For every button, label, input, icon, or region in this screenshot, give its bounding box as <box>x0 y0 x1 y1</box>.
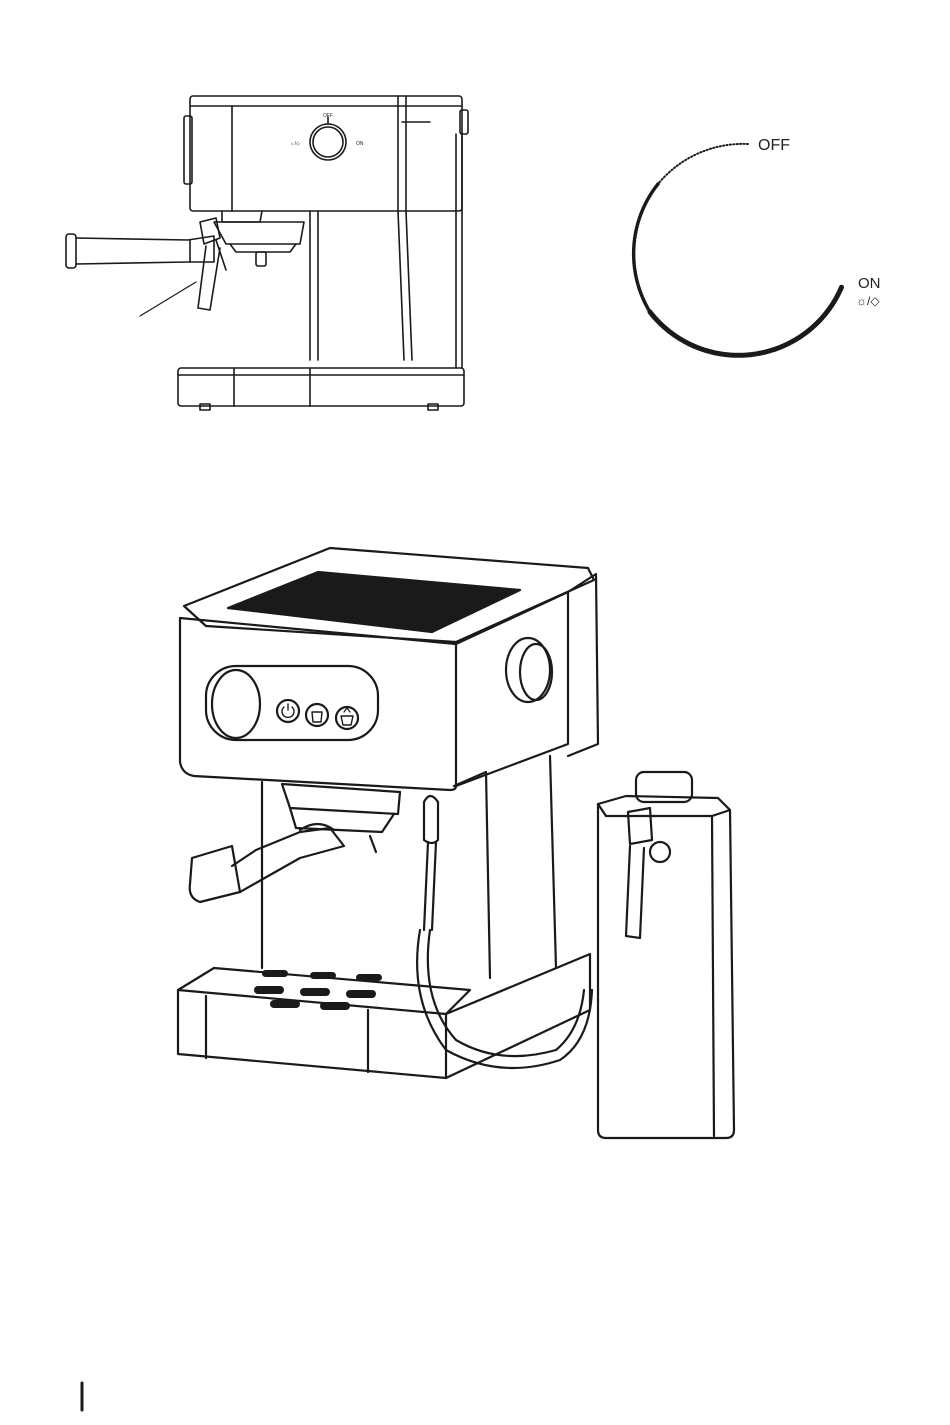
double-cup-button[interactable] <box>336 707 358 729</box>
front-portafilter <box>190 784 400 902</box>
display-window <box>212 670 260 738</box>
side-knob <box>310 117 346 160</box>
front-top-lid <box>184 548 594 642</box>
single-cup-icon <box>312 712 322 722</box>
side-portafilter <box>66 234 214 268</box>
drip-tray-grill <box>254 970 382 1010</box>
front-drip-tray <box>178 954 590 1078</box>
side-drip-tray <box>178 368 464 410</box>
side-knob-label-right: ON <box>356 141 364 147</box>
side-view-illustration: OFF ☼/◇ ON <box>66 96 468 410</box>
front-steam-tube <box>417 796 592 1068</box>
front-side-knob[interactable] <box>506 638 552 702</box>
dial-label-steam: ☼/◇ <box>856 294 880 308</box>
side-knob-label-top: OFF <box>323 113 333 119</box>
side-callout-line <box>140 282 196 316</box>
double-cup-icon <box>341 716 353 725</box>
front-view-illustration <box>178 548 734 1138</box>
side-steam-wand <box>198 218 226 310</box>
dial-detail: OFF ON ☼/◇ <box>634 137 881 355</box>
dial-label-on: ON <box>858 275 881 292</box>
single-cup-button[interactable] <box>306 704 328 726</box>
control-panel <box>206 666 378 740</box>
power-button[interactable] <box>277 700 299 722</box>
dial-label-off: OFF <box>758 137 790 154</box>
side-knob-label-left: ☼/◇ <box>290 141 300 147</box>
milk-jug <box>598 772 734 1138</box>
